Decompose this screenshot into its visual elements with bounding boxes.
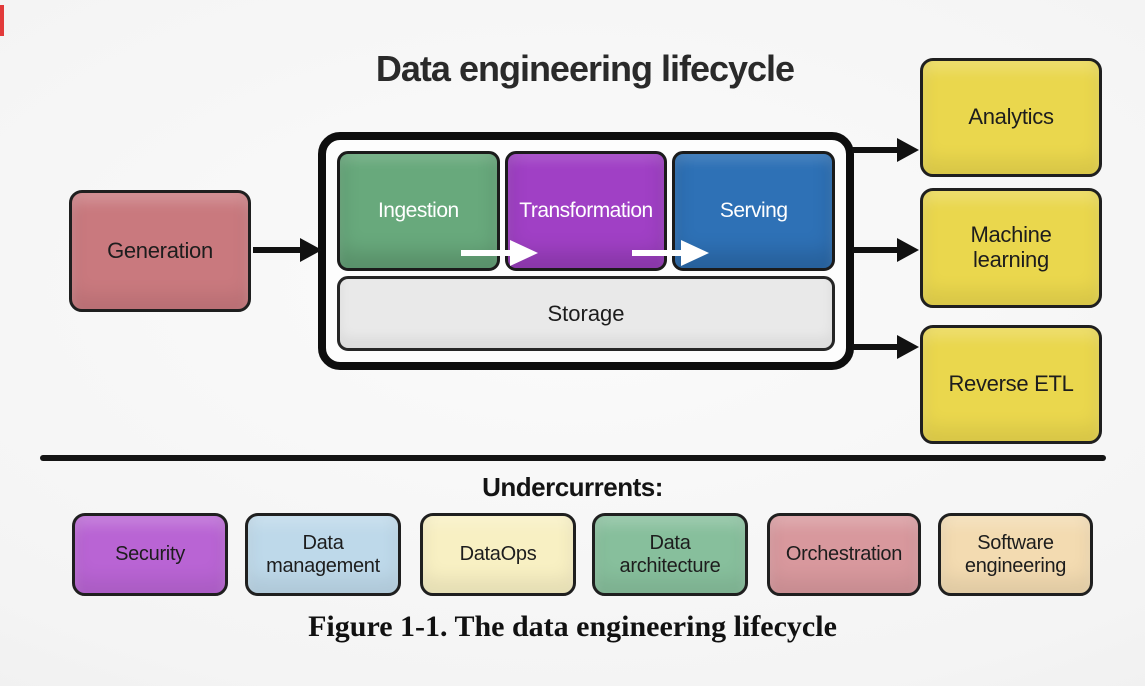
undercurrents-heading: Undercurrents:	[482, 472, 663, 502]
undercurrent-data-architecture-box: Data architecture	[592, 513, 748, 596]
undercurrent-dataops-label: DataOps	[459, 543, 537, 566]
undercurrent-software-engineering-box: Software engineering	[938, 513, 1093, 596]
undercurrent-security-label: Security	[115, 543, 185, 566]
stage-transformation-box: Transformation	[504, 151, 668, 271]
undercurrent-orchestration-box: Orchestration	[767, 513, 921, 596]
stage-ingestion-label: Ingestion	[377, 199, 459, 222]
stage-serving-box: Serving	[672, 151, 836, 271]
output-analytics-label: Analytics	[968, 104, 1054, 130]
undercurrent-security-box: Security	[72, 513, 228, 596]
stage-row: Ingestion Transformation Serving	[337, 151, 836, 271]
lifecycle-to-reverse-etl-arrow	[852, 335, 919, 359]
output-reverse-etl-label: Reverse ETL	[948, 371, 1074, 397]
figure-title: Data engineering lifecycle	[375, 48, 795, 89]
undercurrent-software-engineering-label: Software engineering	[964, 532, 1067, 577]
output-machine-learning-label: Machine learning	[970, 222, 1052, 272]
figure-caption: Figure 1-1. The data engineering lifecyc…	[308, 610, 837, 643]
red-edge-marker	[0, 5, 4, 36]
lifecycle-container: Ingestion Transformation Serving Storage	[318, 132, 854, 370]
lifecycle-to-machine-learning-arrow	[852, 238, 919, 262]
output-reverse-etl-box: Reverse ETL	[920, 325, 1102, 444]
storage-label: Storage	[547, 300, 625, 326]
generation-to-lifecycle-arrow	[253, 238, 322, 262]
output-machine-learning-box: Machine learning	[920, 188, 1102, 308]
undercurrent-orchestration-label: Orchestration	[785, 543, 903, 566]
undercurrent-data-architecture-label: Data architecture	[619, 532, 721, 577]
generation-box: Generation	[69, 190, 251, 312]
generation-label: Generation	[107, 237, 213, 263]
lifecycle-to-analytics-arrow	[852, 138, 919, 162]
output-analytics-box: Analytics	[920, 58, 1102, 177]
stage-transformation-label: Transformation	[519, 199, 653, 222]
stage-serving-label: Serving	[719, 199, 788, 222]
storage-box: Storage	[337, 276, 835, 351]
undercurrent-data-management-box: Data management	[245, 513, 401, 596]
divider-line	[40, 455, 1106, 461]
undercurrent-dataops-box: DataOps	[420, 513, 576, 596]
stage-ingestion-box: Ingestion	[337, 151, 500, 271]
undercurrent-data-management-label: Data management	[266, 532, 380, 577]
